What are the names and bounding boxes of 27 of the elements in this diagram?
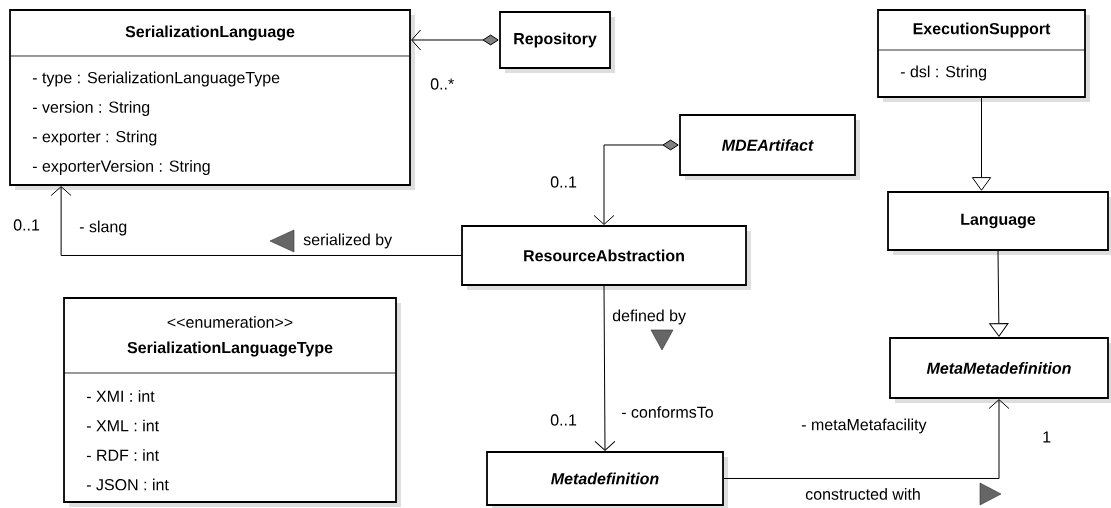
edge-label: serialized by bbox=[302, 232, 394, 250]
class-box: MDEArtifact bbox=[679, 114, 860, 180]
multiplicity-label: 0..1 bbox=[550, 176, 577, 188]
enumeration-box: <<enumeration>> SerializationLanguageType - XMI : int - XML : int - RDF : int - JSON : int bbox=[63, 297, 401, 507]
class-box: Repository bbox=[499, 11, 615, 73]
class-box: Metadefinition bbox=[486, 451, 728, 508]
multiplicity-label: 0..* bbox=[430, 78, 454, 90]
association-arrow bbox=[594, 285, 616, 451]
multiplicity-label: 0..1 bbox=[550, 414, 577, 426]
generalization-arrow bbox=[971, 97, 992, 191]
class-box: SerializationLanguage - type : SerializationLanguageType - version : String - exporter : String - exporterVersion : String bbox=[9, 9, 415, 190]
generalization-arrow bbox=[989, 250, 1009, 337]
multiplicity-label: 0..1 bbox=[13, 219, 40, 231]
association-arrow bbox=[50, 186, 462, 256]
association-arrow bbox=[723, 399, 1010, 479]
composition-arrow bbox=[411, 29, 499, 51]
class-box: ResourceAbstraction bbox=[461, 225, 751, 290]
edge-label: defined by bbox=[611, 308, 688, 326]
role-label: - metaMetafacility bbox=[801, 418, 927, 434]
class-box: MetaMetadefinition bbox=[889, 337, 1111, 403]
class-box: Language bbox=[887, 191, 1111, 255]
role-label: - slang bbox=[79, 220, 127, 236]
role-label: - conformsTo bbox=[621, 406, 713, 418]
class-box: ExecutionSupport - dsl : String bbox=[877, 9, 1090, 102]
edge-label: constructed with bbox=[804, 487, 922, 501]
composition-arrow bbox=[593, 139, 679, 225]
multiplicity-label: 1 bbox=[1043, 431, 1051, 443]
